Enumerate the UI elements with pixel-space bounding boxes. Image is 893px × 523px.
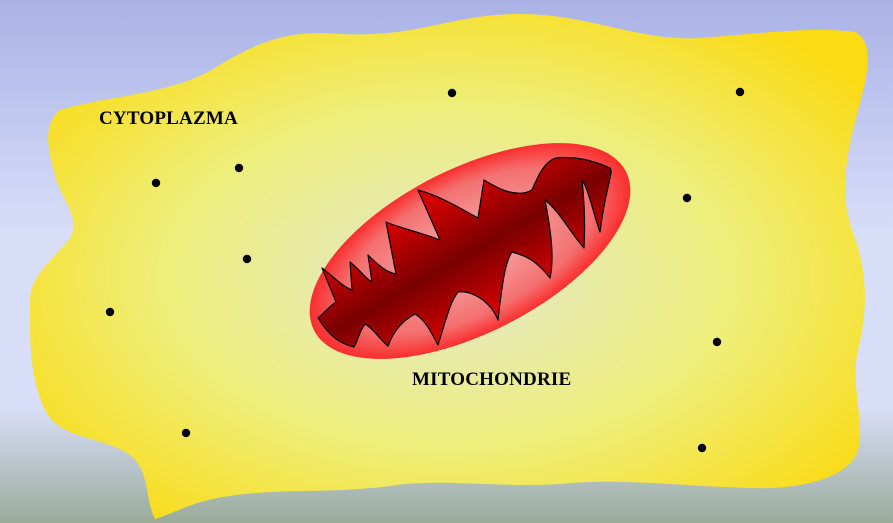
particle-dot	[712, 337, 722, 347]
mitochondrion	[309, 143, 631, 359]
particle-dot	[234, 163, 244, 173]
label-cytoplasm: CYTOPLAZMA	[99, 108, 238, 129]
particle-dot	[735, 87, 745, 97]
particle-dot	[151, 178, 161, 188]
label-mitochondrion: MITOCHONDRIE	[412, 369, 572, 390]
mitochondrion-cristae	[317, 156, 612, 348]
particle-dot	[447, 88, 457, 98]
particle-dot	[105, 307, 115, 317]
cytoplasm-particles	[105, 87, 745, 453]
particle-dot	[682, 193, 692, 203]
particle-dot	[181, 428, 191, 438]
particle-dot	[697, 443, 707, 453]
particle-dot	[242, 254, 252, 264]
